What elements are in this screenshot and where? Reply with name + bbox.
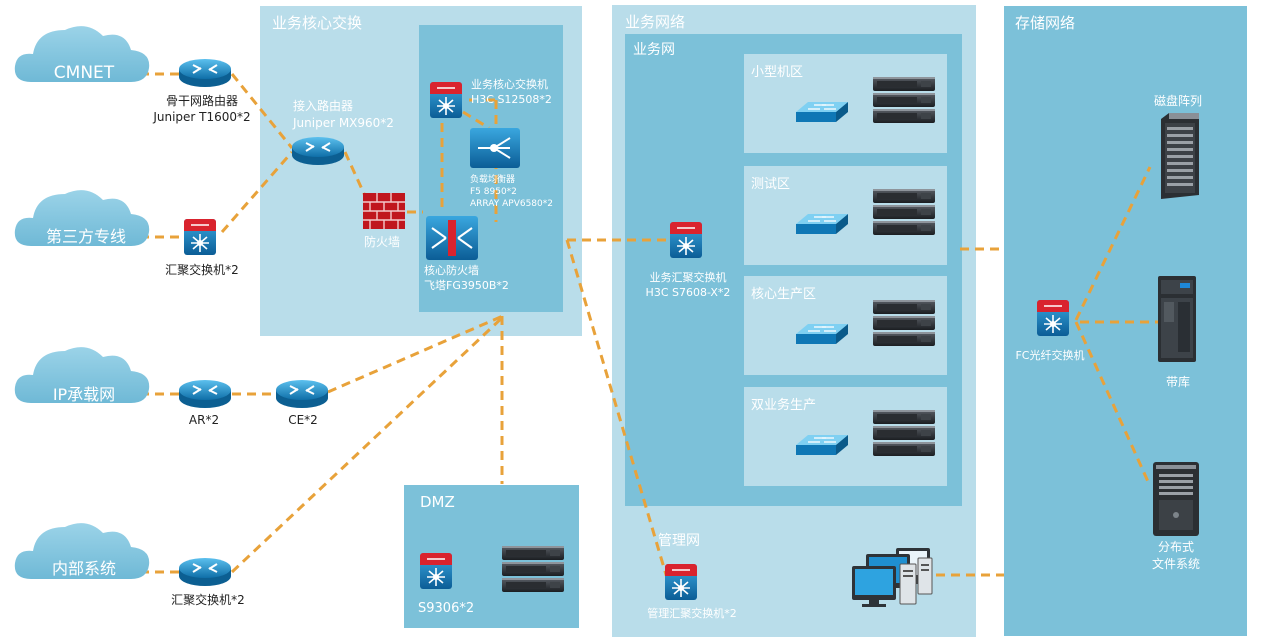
router-icon xyxy=(178,58,232,88)
label-tape-lib: 带库 xyxy=(1166,374,1190,389)
area-title-test: 测试区 xyxy=(751,177,790,192)
label-core-fw-1: 核心防火墙 xyxy=(424,263,479,277)
zone-title-mgmt: 管理网 xyxy=(658,533,700,549)
label-core-switch-2: H3C S12508*2 xyxy=(471,93,552,106)
label-ce: CE*2 xyxy=(288,413,318,427)
switch-icon xyxy=(419,552,453,590)
area-title-dual: 双业务生产 xyxy=(751,397,816,413)
cloud-label-third: 第三方专线 xyxy=(46,227,126,246)
core-firewall-icon xyxy=(426,216,478,260)
firewall-icon xyxy=(363,193,405,229)
label-backbone-router-2: Juniper T1600*2 xyxy=(152,110,250,124)
label-core-fw-2: 飞塔FG3950B*2 xyxy=(424,279,509,292)
server-stack-icon xyxy=(873,77,935,123)
disk-array-icon xyxy=(1161,113,1199,199)
server-stack-icon xyxy=(502,546,564,592)
zone-title-biz-net: 业务网络 xyxy=(625,13,685,31)
label-lb-1: 负载均衡器 xyxy=(470,173,515,185)
zone-title-biz-sub: 业务网 xyxy=(633,42,675,58)
cloud-label-ip: IP承载网 xyxy=(53,385,115,404)
label-ar: AR*2 xyxy=(189,413,219,427)
zone-title-dmz: DMZ xyxy=(420,493,455,511)
router-icon xyxy=(178,557,232,587)
server-stack-icon xyxy=(873,189,935,235)
label-lb-3: ARRAY APV6580*2 xyxy=(470,199,553,209)
label-biz-agg-1: 业务汇聚交换机 xyxy=(650,270,727,284)
dfs-server-icon xyxy=(1153,462,1199,536)
tape-library-icon xyxy=(1158,276,1196,362)
label-fc-switch: FC光纤交换机 xyxy=(1015,348,1084,362)
cloud-label-internal: 内部系统 xyxy=(52,559,116,578)
label-mgmt-switch: 管理汇聚交换机*2 xyxy=(647,606,737,620)
label-lb-2: F5 8950*2 xyxy=(470,187,517,197)
server-stack-icon xyxy=(873,300,935,346)
switch-icon xyxy=(183,218,217,256)
label-biz-agg-2: H3C S7608-X*2 xyxy=(646,286,731,299)
switch-icon xyxy=(669,221,703,259)
server-stack-icon xyxy=(873,410,935,456)
label-access-router-1: 接入路由器 xyxy=(293,98,353,113)
workstation-icon xyxy=(852,548,933,607)
area-title-small: 小型机区 xyxy=(751,65,803,80)
label-access-router-2: Juniper MX960*2 xyxy=(292,116,394,130)
label-backbone-router-1: 骨干网路由器 xyxy=(166,93,238,108)
label-disk-array: 磁盘阵列 xyxy=(1154,93,1202,108)
switch-icon xyxy=(429,81,463,119)
cloud-label-cmnet: CMNET xyxy=(54,63,115,83)
label-dfs-2: 文件系统 xyxy=(1152,556,1200,571)
zone-title-core: 业务核心交换 xyxy=(272,14,362,32)
load-balancer-icon xyxy=(470,128,520,168)
label-agg-switch-bottom: 汇聚交换机*2 xyxy=(171,592,245,607)
area-title-core-prod: 核心生产区 xyxy=(751,287,816,302)
label-core-switch-1: 业务核心交换机 xyxy=(471,77,548,91)
label-dmz-switch: S9306*2 xyxy=(418,601,474,616)
label-agg-switch-top: 汇聚交换机*2 xyxy=(165,262,239,277)
switch-icon xyxy=(664,563,698,601)
switch-icon xyxy=(1036,299,1070,337)
router-icon xyxy=(291,136,345,166)
router-icon xyxy=(178,379,232,409)
label-firewall: 防火墙 xyxy=(364,234,400,249)
label-dfs-1: 分布式 xyxy=(1158,540,1194,554)
router-icon xyxy=(275,379,329,409)
zone-title-storage: 存储网络 xyxy=(1015,14,1075,32)
